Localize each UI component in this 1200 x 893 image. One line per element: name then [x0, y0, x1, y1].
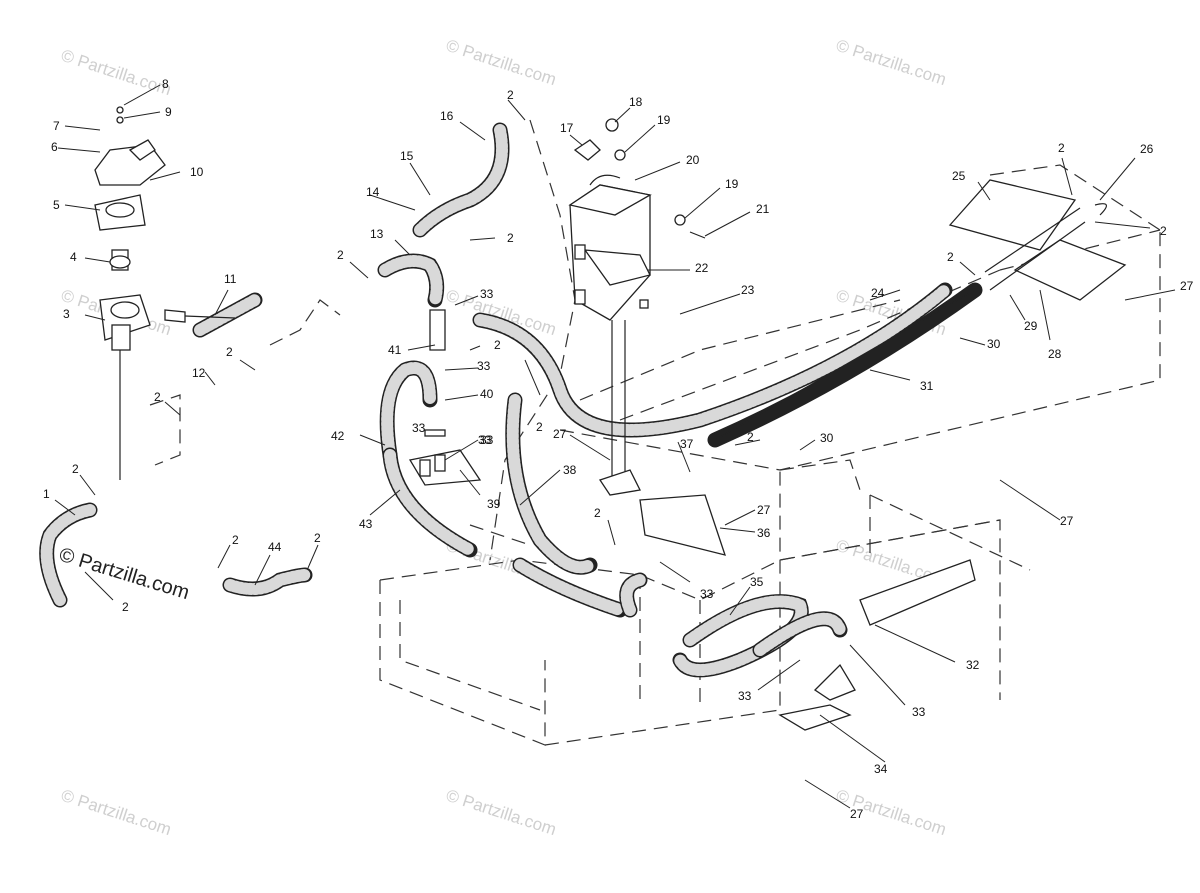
- callout-2: 2: [226, 345, 233, 359]
- callout-32: 32: [966, 658, 980, 672]
- callout-2: 2: [1160, 224, 1167, 238]
- callout-2: 2: [947, 250, 954, 264]
- callout-18: 18: [629, 95, 643, 109]
- callout-31: 31: [920, 379, 934, 393]
- callout-37: 37: [680, 437, 694, 451]
- callout-33: 33: [700, 587, 714, 601]
- callout-27: 27: [850, 807, 864, 821]
- callout-16: 16: [440, 109, 454, 123]
- callout-26: 26: [1140, 142, 1154, 156]
- callout-1: 1: [43, 487, 50, 501]
- coolant-reservoir: [568, 118, 706, 480]
- callout-33: 33: [480, 287, 494, 301]
- callout-33: 33: [478, 433, 492, 447]
- callout-25: 25: [952, 169, 966, 183]
- callout-2: 2: [72, 462, 79, 476]
- callout-30: 30: [987, 337, 1001, 351]
- callout-2: 2: [594, 506, 601, 520]
- callout-39: 39: [487, 497, 501, 511]
- callout-40: 40: [480, 387, 494, 401]
- callout-7: 7: [53, 119, 60, 133]
- watermark: © Partzilla.com: [834, 36, 949, 89]
- callout-2: 2: [122, 600, 129, 614]
- callout-28: 28: [1048, 347, 1062, 361]
- callout-27: 27: [553, 427, 567, 441]
- callout-19: 19: [725, 177, 739, 191]
- brackets: [408, 309, 976, 731]
- callout-43: 43: [359, 517, 373, 531]
- watermark: © Partzilla.com: [444, 36, 559, 89]
- callout-35: 35: [750, 575, 764, 589]
- callout-29: 29: [1024, 319, 1038, 333]
- callout-6: 6: [51, 140, 58, 154]
- watermark: © Partzilla.com: [59, 786, 174, 839]
- callout-2: 2: [536, 420, 543, 434]
- callout-41: 41: [388, 343, 402, 357]
- callout-17: 17: [560, 121, 574, 135]
- thermostat-assembly: [94, 106, 236, 480]
- callout-12: 12: [192, 366, 206, 380]
- callout-33: 33: [738, 689, 752, 703]
- callout-2: 2: [507, 231, 514, 245]
- callout-27: 27: [1180, 279, 1194, 293]
- heat-exchanger: [948, 179, 1127, 301]
- callout-8: 8: [162, 77, 169, 91]
- callout-33: 33: [480, 433, 494, 447]
- callout-44: 44: [268, 540, 282, 554]
- callout-27: 27: [1060, 514, 1074, 528]
- callout-30: 30: [820, 431, 834, 445]
- callout-2: 2: [494, 338, 501, 352]
- callout-4: 4: [70, 250, 77, 264]
- callout-36: 36: [757, 526, 771, 540]
- callout-2: 2: [232, 533, 239, 547]
- callout-10: 10: [190, 165, 204, 179]
- watermark: © Partzilla.com: [444, 786, 559, 839]
- callout-2: 2: [337, 248, 344, 262]
- callout-33: 33: [412, 421, 426, 435]
- callout-42: 42: [331, 429, 345, 443]
- callout-20: 20: [686, 153, 700, 167]
- callout-34: 34: [874, 762, 888, 776]
- callout-21: 21: [756, 202, 770, 216]
- callout-5: 5: [53, 198, 60, 212]
- callout-2: 2: [507, 88, 514, 102]
- copyright-notice: © Partzilla.com: [57, 544, 192, 604]
- hull-outline: [149, 119, 1161, 746]
- callout-3: 3: [63, 307, 70, 321]
- callout-2: 2: [1058, 141, 1065, 155]
- callout-2: 2: [747, 430, 754, 444]
- callout-38: 38: [563, 463, 577, 477]
- callout-15: 15: [400, 149, 414, 163]
- callout-9: 9: [165, 105, 172, 119]
- callout-14: 14: [366, 185, 380, 199]
- callout-2: 2: [154, 390, 161, 404]
- hoses: [39, 122, 983, 678]
- callout-33: 33: [912, 705, 926, 719]
- overflow-line-31: [714, 289, 976, 441]
- callout-27: 27: [757, 503, 771, 517]
- callout-2: 2: [314, 531, 321, 545]
- callout-19: 19: [657, 113, 671, 127]
- callout-23: 23: [741, 283, 755, 297]
- callout-11: 11: [224, 272, 237, 286]
- callout-13: 13: [370, 227, 384, 241]
- watermark: © Partzilla.com: [59, 46, 174, 99]
- callouts: 1 2 2 2 2 2 2 2 2 2 2 2 2 2 2 2 2 3 4 5 …: [43, 77, 1194, 821]
- leader-lines: [54, 84, 1176, 809]
- callout-33: 33: [477, 359, 491, 373]
- callout-22: 22: [695, 261, 709, 275]
- callout-24: 24: [871, 286, 885, 300]
